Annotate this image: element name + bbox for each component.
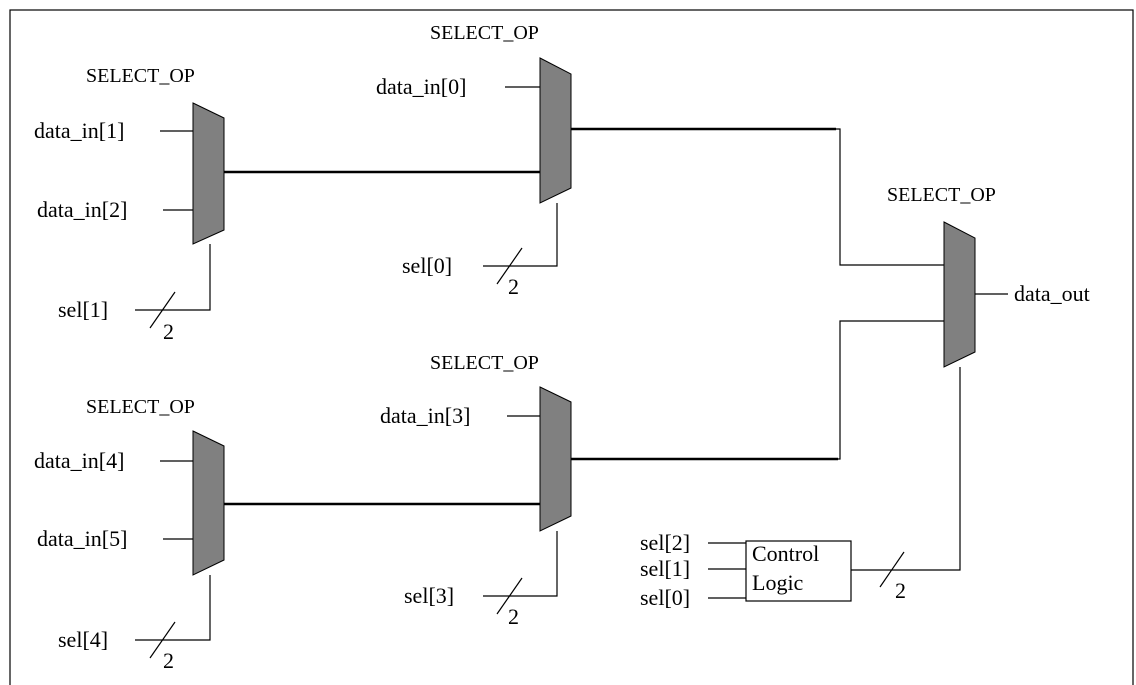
mux-4-input-4-label: data_in[4] <box>34 448 124 473</box>
mux-3-label: SELECT_OP <box>430 352 539 374</box>
mux-out <box>943 221 976 368</box>
mux-1-label: SELECT_OP <box>86 65 195 87</box>
control-logic-label-line1: Control <box>752 541 819 566</box>
mux-4-label: SELECT_OP <box>86 396 195 418</box>
control-logic-box <box>745 540 852 602</box>
mux-1-select-slash <box>149 291 176 329</box>
mux-4-select-width: 2 <box>163 648 174 673</box>
mux-0-input-0-label: data_in[0] <box>376 74 466 99</box>
mux-1-input-1-label: data_in[1] <box>34 118 124 143</box>
control-logic-output-width: 2 <box>895 578 906 603</box>
control-input-sel1-label: sel[1] <box>640 556 690 581</box>
control-input-sel0-label: sel[0] <box>640 585 690 610</box>
mux-3 <box>539 386 572 532</box>
mux-0-select-wire <box>483 203 558 267</box>
mux-0-select-width: 2 <box>508 274 519 299</box>
control-input-sel2-label: sel[2] <box>640 530 690 555</box>
control-logic-label-line2: Logic <box>752 570 804 595</box>
mux-1-select-wire <box>135 244 211 311</box>
mux-0 <box>539 57 572 204</box>
mux-4-select-wire <box>135 575 211 641</box>
mux-3-select-slash <box>496 577 523 615</box>
mux-out-label: SELECT_OP <box>887 184 996 206</box>
mux-1-select-width: 2 <box>163 319 174 344</box>
mux-1 <box>192 102 225 245</box>
mux-4-input-5-label: data_in[5] <box>37 526 127 551</box>
mux-3-input-3-label: data_in[3] <box>380 403 470 428</box>
mux-1-select-label: sel[1] <box>58 297 108 322</box>
mux-0-select-slash <box>496 247 523 285</box>
mux-1-input-2-label: data_in[2] <box>37 197 127 222</box>
mux-0-label: SELECT_OP <box>430 22 539 44</box>
mux-3-select-label: sel[3] <box>404 583 454 608</box>
mux-3-select-wire <box>483 531 558 597</box>
diagram-border <box>9 9 1134 685</box>
data-out-label: data_out <box>1014 281 1090 306</box>
control-logic-output-slash <box>879 551 905 588</box>
mux-4-select-slash <box>149 621 176 659</box>
mux-3-to-mux-out-wire <box>838 320 944 460</box>
mux-4 <box>192 430 225 576</box>
mux-3-select-width: 2 <box>508 604 519 629</box>
control-logic-output-wire <box>851 367 961 571</box>
mux-0-to-mux-out-wire <box>836 128 944 266</box>
mux-4-select-label: sel[4] <box>58 627 108 652</box>
mux-0-select-label: sel[0] <box>402 253 452 278</box>
